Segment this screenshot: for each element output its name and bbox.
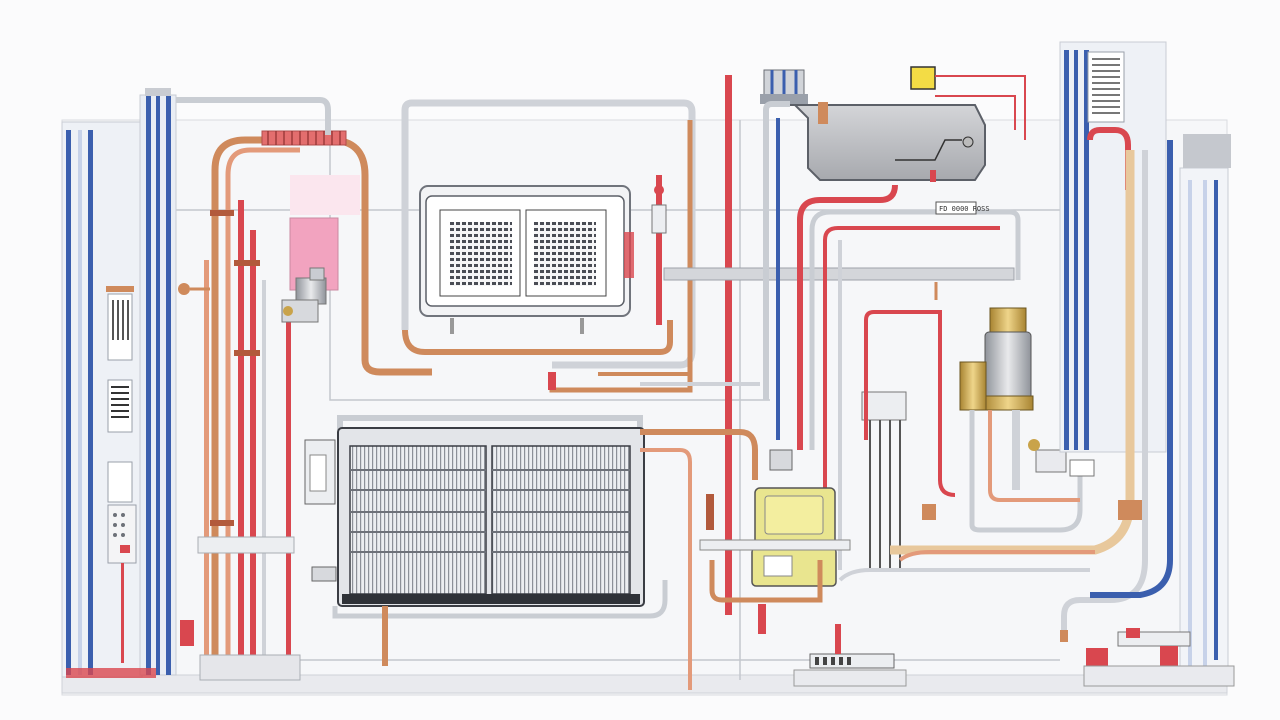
bottom-sensor-rack: [793, 624, 907, 687]
center-right-risers: [763, 101, 1021, 570]
brass-valve-assembly: [922, 307, 1095, 533]
thermostat-box: [910, 66, 1026, 140]
bottom-right-valve-cluster: [1060, 628, 1235, 687]
far-right-panel: [1090, 134, 1231, 670]
wall-control-panel: [106, 286, 137, 663]
top-gray-tank: [760, 69, 986, 181]
center-supply-pipes: [548, 75, 732, 615]
left-riser-stack: [61, 88, 177, 678]
right-riser-stack: [890, 41, 1167, 640]
expansion-tank: [281, 175, 360, 323]
wall-board: [61, 119, 1228, 696]
tag-label-plate: FD 0000 ROSS: [935, 201, 990, 215]
copper-coil-manifold: [178, 130, 432, 681]
top-left-feed-pipe: [176, 97, 331, 135]
tag-label-text: FD 0000 ROSS: [939, 205, 990, 213]
indoor-air-handler: [401, 99, 696, 369]
misc-connecting-pipes: [598, 282, 1095, 582]
gauge-rack: [861, 310, 956, 570]
circulation-pump: [699, 449, 851, 634]
condenser-unit: [304, 415, 758, 690]
